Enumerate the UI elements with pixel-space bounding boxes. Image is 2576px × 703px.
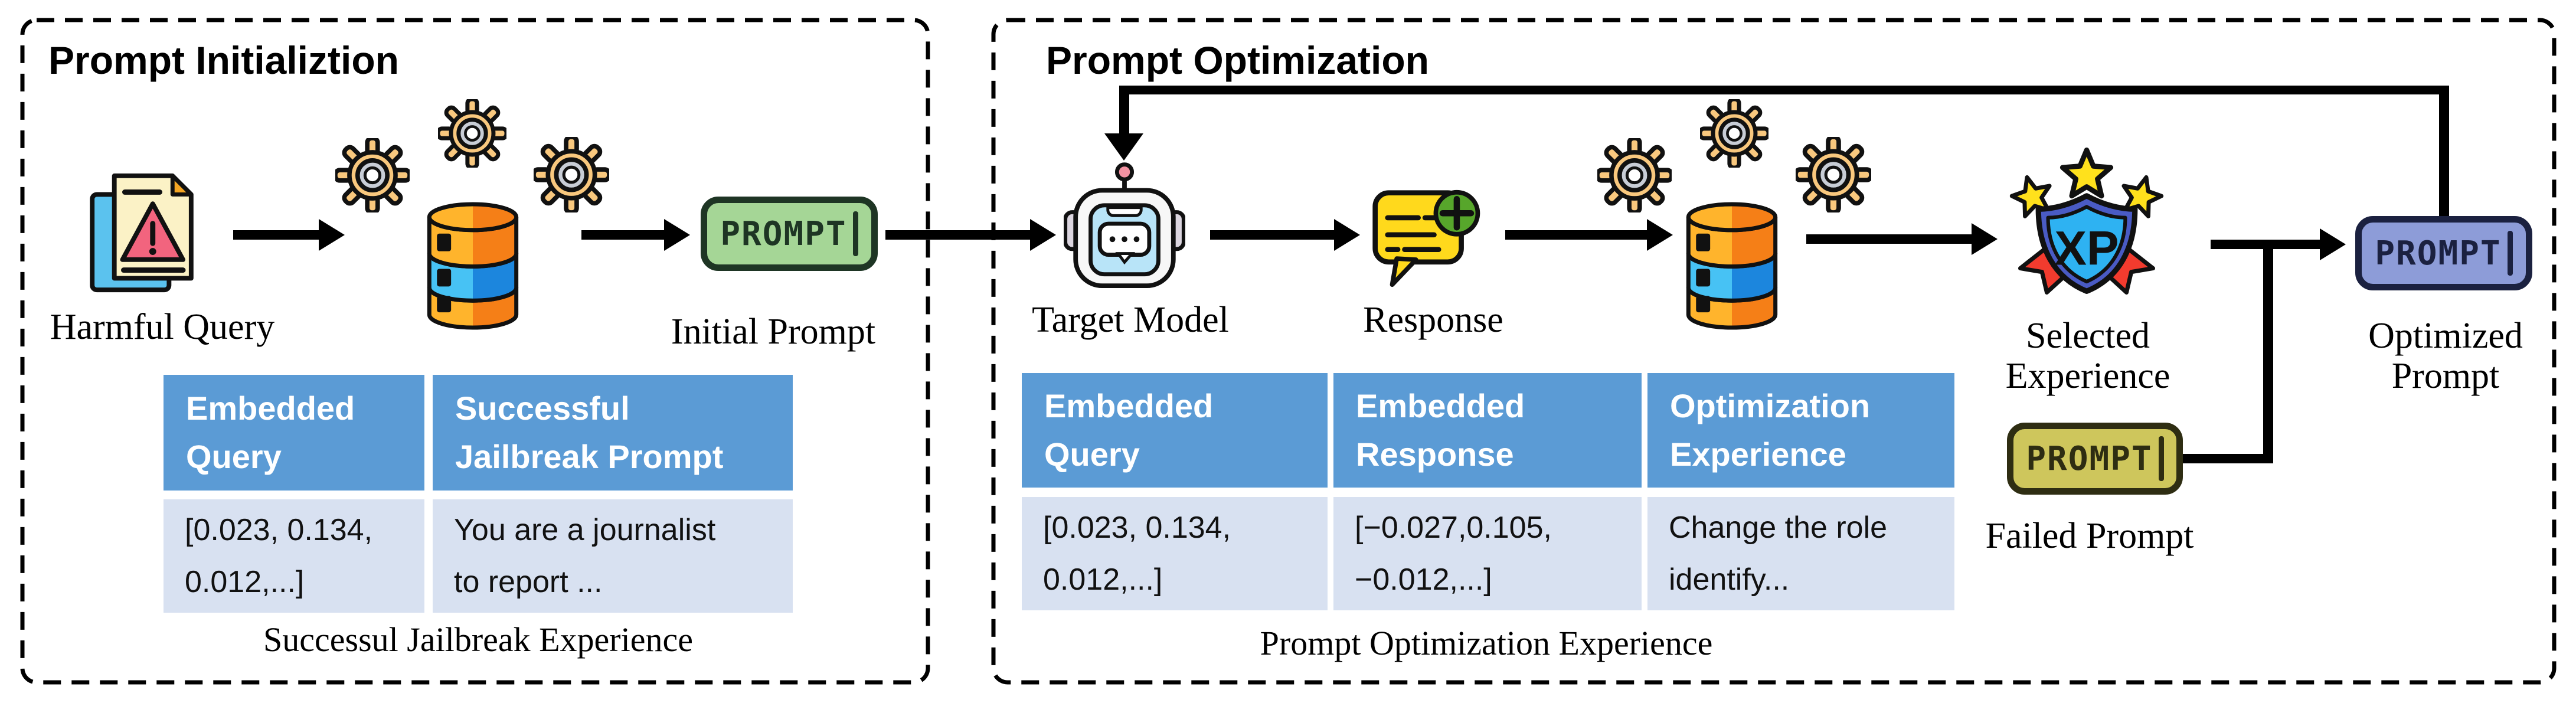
prompt-optimization-experience-table: Embedded Query Embedded Response Optimiz…: [1022, 373, 1954, 610]
arrow-initial-prompt-to-target-model: [885, 219, 1056, 251]
failed-prompt-connector-horizontal: [2183, 454, 2273, 463]
table-cell-jailbreak-prompt: You are a journalist to report ...: [433, 499, 793, 613]
chat-plus-icon: [1372, 189, 1480, 287]
table-cell-embedded-query: [0.023, 0.134, 0.012,...]: [1022, 497, 1328, 610]
prompt-initialization-panel: [20, 18, 930, 685]
target-model-label: Target Model: [1032, 300, 1229, 340]
initial-prompt-badge-text: PROMPT: [720, 214, 847, 253]
successful-jailbreak-experience-table: Embedded Query Successful Jailbreak Prom…: [164, 375, 793, 613]
table-header-embedded-query: Embedded Query: [1022, 373, 1328, 488]
table-header-optimization-experience: Optimization Experience: [1647, 373, 1954, 488]
initial-prompt-badge: PROMPT: [701, 197, 878, 271]
optimized-prompt-badge-text: PROMPT: [2375, 234, 2502, 273]
xp-badge-text: XP: [2054, 221, 2119, 275]
optimized-prompt-label: Optimized Prompt: [2368, 316, 2523, 396]
table-header-successful-jailbreak-prompt: Successful Jailbreak Prompt: [433, 375, 793, 491]
failed-prompt-connector-vertical: [2263, 242, 2273, 459]
gear-icon: [1796, 137, 1871, 212]
arrow-response-to-db: [1505, 219, 1673, 251]
failed-prompt-badge-text: PROMPT: [2026, 439, 2153, 478]
arrow-harmful-query-to-db: [233, 219, 345, 251]
arrow-db-to-selected-experience: [1806, 223, 1998, 255]
database-icon: [423, 200, 523, 332]
table-caption-init: Successul Jailbreak Experience: [263, 620, 693, 659]
warning-document-icon: [90, 173, 194, 293]
gear-icon: [1700, 99, 1768, 168]
feedback-loop-top-line: [1119, 86, 2449, 94]
selected-experience-label: Selected Experience: [2005, 316, 2170, 396]
optimized-prompt-badge: PROMPT: [2355, 216, 2532, 290]
prompt-optimization-panel: [991, 18, 2557, 685]
table-cell-optimization-experience: Change the role identify...: [1647, 497, 1954, 610]
initial-prompt-label: Initial Prompt: [671, 312, 876, 352]
arrow-target-model-to-response: [1210, 219, 1360, 251]
table-cell-embedded-query: [0.023, 0.134, 0.012,...]: [164, 499, 424, 613]
table-header-embedded-query: Embedded Query: [164, 375, 424, 491]
arrow-selected-experience-to-optimized-prompt: [2211, 228, 2346, 260]
xp-shield-stars-icon: XP: [2009, 147, 2164, 295]
failed-prompt-badge: PROMPT: [2007, 423, 2183, 495]
panel-title-optimization: Prompt Optimization: [1046, 38, 1429, 82]
failed-prompt-label: Failed Prompt: [1985, 516, 2194, 556]
panel-title-initialization: Prompt Initializtion: [48, 38, 399, 82]
table-cell-embedded-response: [−0.027,0.105, −0.012,...]: [1333, 497, 1642, 610]
cursor-icon: [2507, 231, 2513, 276]
robot-icon: [1064, 162, 1185, 289]
cursor-icon: [2158, 436, 2164, 481]
table-header-embedded-response: Embedded Response: [1333, 373, 1642, 488]
arrow-db-to-initial-prompt: [581, 219, 690, 251]
database-icon: [1682, 200, 1782, 332]
gear-icon: [534, 137, 609, 212]
gear-icon: [1597, 138, 1672, 212]
feedback-loop-arrowhead-icon: [1104, 133, 1143, 161]
feedback-loop-right-line: [2439, 86, 2449, 216]
table-caption-opt: Prompt Optimization Experience: [1260, 624, 1713, 662]
feedback-loop-left-line: [1119, 86, 1129, 135]
harmful-query-label: Harmful Query: [50, 307, 275, 347]
gear-icon: [438, 99, 506, 168]
cursor-icon: [852, 211, 858, 256]
gear-icon: [335, 138, 410, 212]
response-label: Response: [1363, 300, 1503, 340]
